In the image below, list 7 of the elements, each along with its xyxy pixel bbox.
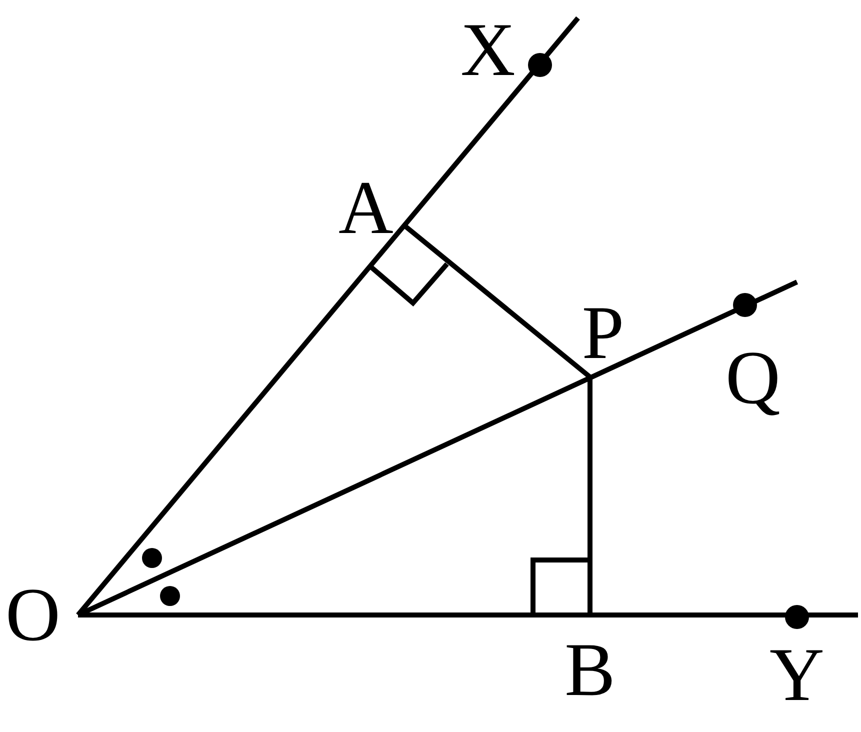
point-label: P	[582, 295, 624, 371]
point-label: X	[460, 12, 516, 88]
point-label: O	[6, 577, 60, 653]
point-label: Y	[770, 637, 824, 713]
point-label: Q	[726, 340, 780, 416]
point-label: A	[338, 170, 394, 246]
point-label: B	[564, 632, 616, 708]
